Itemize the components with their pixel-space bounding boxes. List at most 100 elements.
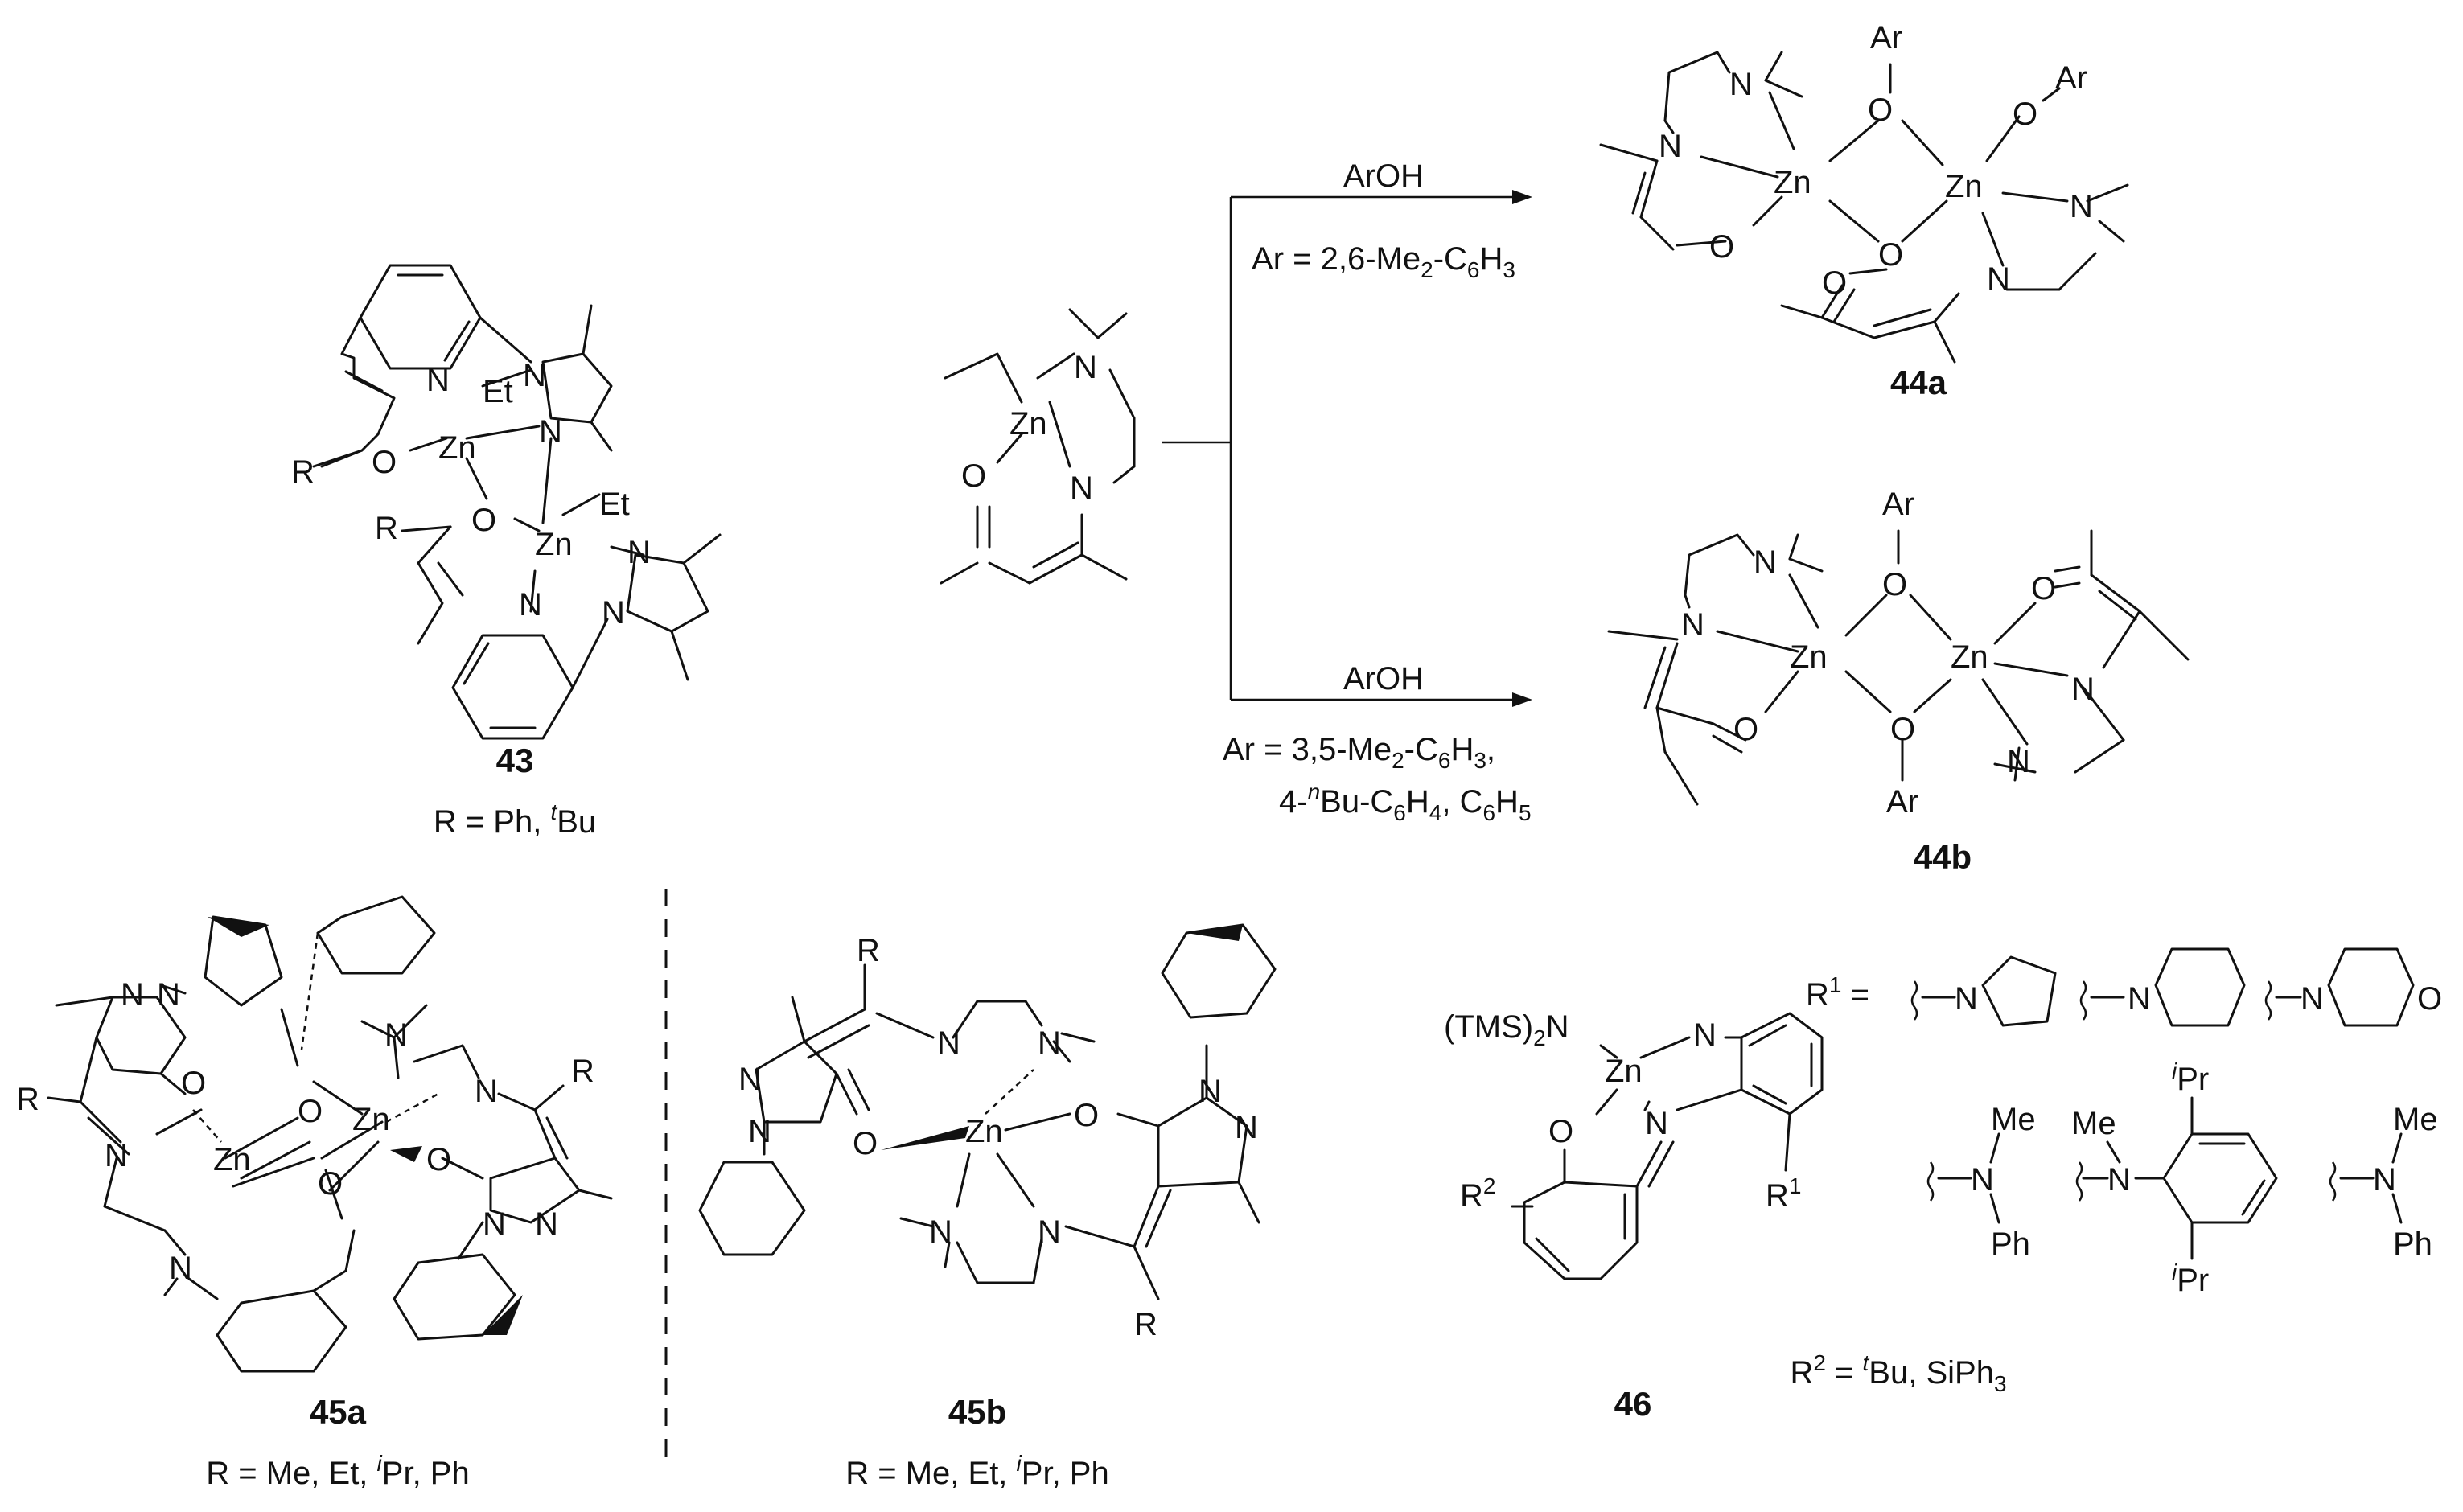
atom-N: N (121, 977, 144, 1013)
atom-Ar: Ar (1886, 784, 1918, 820)
aryl-ring-left (1523, 1181, 1639, 1280)
atom-N: N (426, 363, 450, 398)
benzyl-phenyl-ring-lower (216, 1289, 347, 1373)
atom-N: N (1971, 1162, 1994, 1198)
atom-O: O (2013, 97, 2037, 132)
compound-44b-number: 44b (1914, 838, 1972, 876)
atom-Me: Me (2071, 1106, 2116, 1141)
atom-N: N (1729, 67, 1753, 102)
atom-O: O (298, 1094, 323, 1129)
atom-Zn: Zn (1605, 1054, 1643, 1089)
atom-R: R (571, 1054, 594, 1089)
atom-Zn: Zn (438, 430, 476, 466)
compound-45a-r-definition: R = Me, Et, iPr, Ph (206, 1451, 469, 1491)
atom-Zn: Zn (1945, 169, 1983, 204)
atom-N: N (1987, 261, 2010, 297)
atom-N: N (2301, 981, 2324, 1017)
atom-R: R (16, 1082, 39, 1117)
atom-Zn: Zn (1009, 406, 1047, 442)
atom-N: N (1038, 1025, 1061, 1061)
atom-N: N (1199, 1074, 1222, 1109)
atom-N: N (1038, 1214, 1061, 1250)
atom-Zn: Zn (965, 1114, 1003, 1149)
atom-N: N (1074, 350, 1097, 385)
benzyl-phenyl-ring (316, 895, 436, 975)
pyridine-ring-lower (451, 634, 574, 740)
compound-44a-structure: N N Zn O Ar O O Ar O Zn N N O (1599, 20, 2129, 364)
atom-Me: Me (1991, 1102, 2036, 1137)
atom-O: O (1548, 1114, 1573, 1149)
atom-N: N (627, 535, 651, 570)
compound-44b-structure: N N Zn O Ar O O Ar Zn O N N (1607, 487, 2190, 820)
piperidine-ring (2154, 947, 2246, 1027)
compound-46-r2-definition: R2 = tBu, SiPh3 (1790, 1350, 2006, 1396)
atom-N: N (2070, 189, 2093, 224)
atom-N: N (1681, 607, 1704, 643)
atom-N: N (1070, 470, 1093, 506)
atom-N: N (523, 358, 546, 393)
atom-N: N (602, 595, 625, 631)
atom-TMS2N: (TMS)2N (1444, 1009, 1569, 1050)
atom-N: N (105, 1138, 128, 1173)
r1-label: R1 = (1806, 972, 1869, 1013)
compound-46-structure: (TMS)2N Zn N N O R2 R1 (1444, 1009, 1824, 1280)
atom-O: O (181, 1066, 206, 1101)
atom-N: N (738, 1062, 762, 1097)
atom-N: N (937, 1025, 960, 1061)
atom-Et: Et (599, 487, 630, 522)
reagent-top: ArOH (1343, 158, 1424, 194)
atom-Me: Me (2393, 1102, 2438, 1137)
atom-N: N (1955, 981, 1978, 1017)
atom-N: N (535, 1206, 558, 1242)
atom-Zn: Zn (1951, 639, 1988, 675)
atom-O: O (426, 1142, 451, 1177)
atom-iPr-bottom: iPr (2172, 1259, 2209, 1298)
atom-N: N (2071, 672, 2095, 707)
atom-O: O (471, 503, 496, 538)
atom-N: N (2373, 1162, 2396, 1198)
atom-O: O (1890, 712, 1915, 747)
atom-Zn: Zn (1774, 165, 1811, 200)
pyrazole-lower (626, 553, 709, 633)
phenyl-ring-left (698, 1161, 806, 1256)
atom-N: N (169, 1251, 192, 1286)
atom-Zn: Zn (1790, 639, 1828, 675)
atom-N: N (2128, 981, 2151, 1017)
atom-N: N (539, 414, 562, 450)
atom-N: N (519, 587, 542, 622)
atom-N: N (2107, 1162, 2131, 1198)
atom-O: O (372, 445, 397, 480)
atom-R: R (1134, 1307, 1157, 1342)
atom-O: O (961, 458, 986, 494)
atom-R: R (291, 454, 315, 490)
atom-R2: R2 (1460, 1173, 1495, 1214)
pyrazole-upper (541, 352, 613, 424)
compound-45b-r-definition: R = Me, Et, iPr, Ph (845, 1451, 1108, 1491)
reaction-branch-arrows (1162, 190, 1532, 707)
compound-46-number: 46 (1614, 1385, 1652, 1423)
atom-N: N (483, 1206, 506, 1242)
atom-O: O (1709, 229, 1734, 265)
atom-N: N (1693, 1017, 1717, 1053)
compound-45b-number: 45b (948, 1393, 1006, 1431)
atom-R1: R1 (1766, 1173, 1801, 1214)
atom-iPr-top: iPr (2172, 1058, 2209, 1097)
compound-43-number: 43 (496, 742, 534, 779)
atom-Zn: Zn (352, 1102, 390, 1137)
atom-N: N (157, 977, 180, 1013)
atom-Zn: Zn (213, 1142, 251, 1177)
atom-Ph: Ph (1991, 1226, 2030, 1262)
atom-N: N (1659, 129, 1682, 164)
atom-N: N (748, 1114, 771, 1149)
atom-R: R (375, 511, 398, 546)
compound-44a-number: 44a (1890, 364, 1947, 401)
atom-Zn: Zn (535, 527, 573, 562)
atom-N: N (1754, 544, 1777, 580)
atom-O: O (2417, 981, 2442, 1017)
compound-43-r-definition: R = Ph, tBu (434, 799, 596, 840)
atom-O: O (853, 1126, 878, 1161)
pyrazolone-ring-right (1157, 1096, 1248, 1188)
condition-top: Ar = 2,6-Me2-C6H3 (1252, 241, 1515, 282)
compound-43-structure: N Et N N Zn O R O R Et Zn N N N (291, 264, 722, 740)
